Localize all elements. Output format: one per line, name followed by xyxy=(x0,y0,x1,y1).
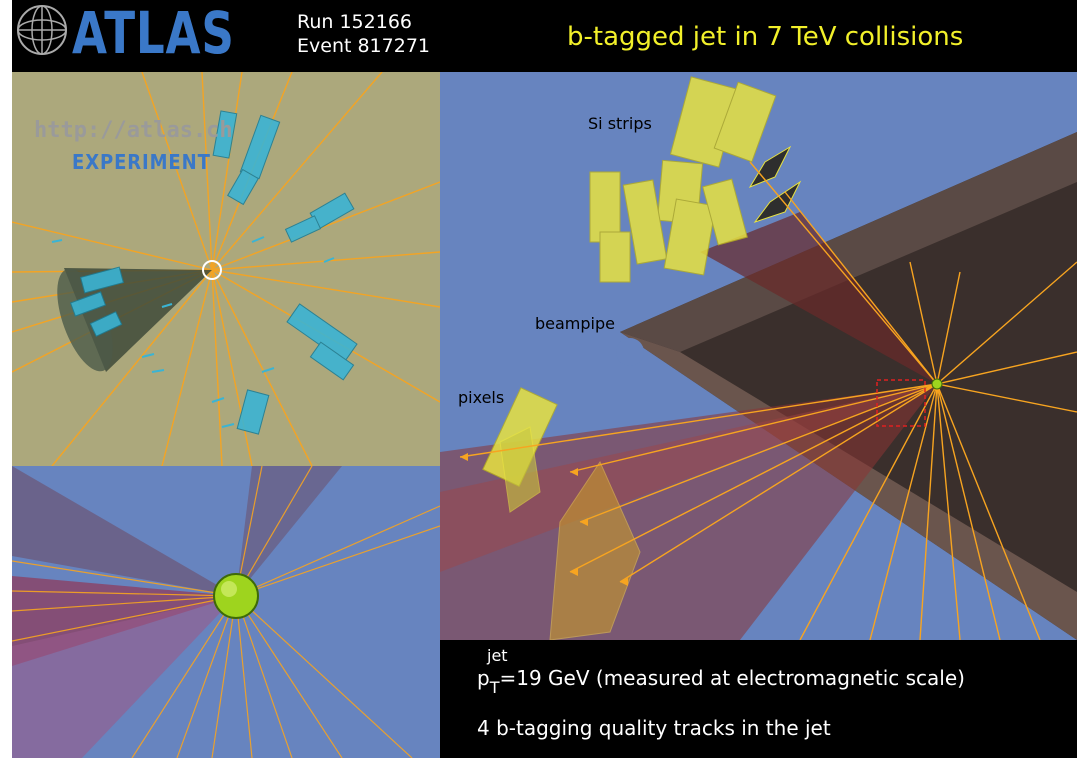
transverse-view-panel: EXPERIMENT http://atlas.ch xyxy=(12,72,440,466)
header-bar: ATLAS Run 152166 Event 817271 b-tagged j… xyxy=(12,0,1077,72)
transverse-view-image xyxy=(12,72,440,466)
info-box: jet pT=19 GeV (measured at electromagnet… xyxy=(440,640,1077,758)
run-info: Run 152166 Event 817271 xyxy=(297,10,430,58)
pt-symbol: p xyxy=(477,666,490,690)
run-number: Run 152166 xyxy=(297,11,413,33)
atlas-globe-icon xyxy=(17,5,67,55)
si-strips-label: Si strips xyxy=(588,114,652,133)
page-title: b-tagged jet in 7 TeV collisions xyxy=(567,22,964,52)
vertex-zoom-image xyxy=(12,466,440,758)
detector-3d-view-panel: Si strips beampipe pixels xyxy=(440,72,1077,640)
event-number: Event 817271 xyxy=(297,35,430,57)
tracks-line: 4 b-tagging quality tracks in the jet xyxy=(477,716,831,740)
logo-url: http://atlas.ch xyxy=(34,118,233,143)
logo-wordmark: ATLAS xyxy=(72,0,235,67)
beampipe-label: beampipe xyxy=(535,314,615,333)
pt-superscript: jet xyxy=(487,646,508,665)
pt-subscript: T xyxy=(489,678,500,697)
pt-value: =19 GeV (measured at electromagnetic sca… xyxy=(499,666,965,690)
pixels-label: pixels xyxy=(458,388,505,407)
vertex-zoom-panel xyxy=(12,466,440,758)
jet-pt-line: pT=19 GeV (measured at electromagnetic s… xyxy=(477,666,965,697)
logo-subtitle: EXPERIMENT xyxy=(72,150,211,174)
detector-3d-view-image xyxy=(440,76,1077,640)
